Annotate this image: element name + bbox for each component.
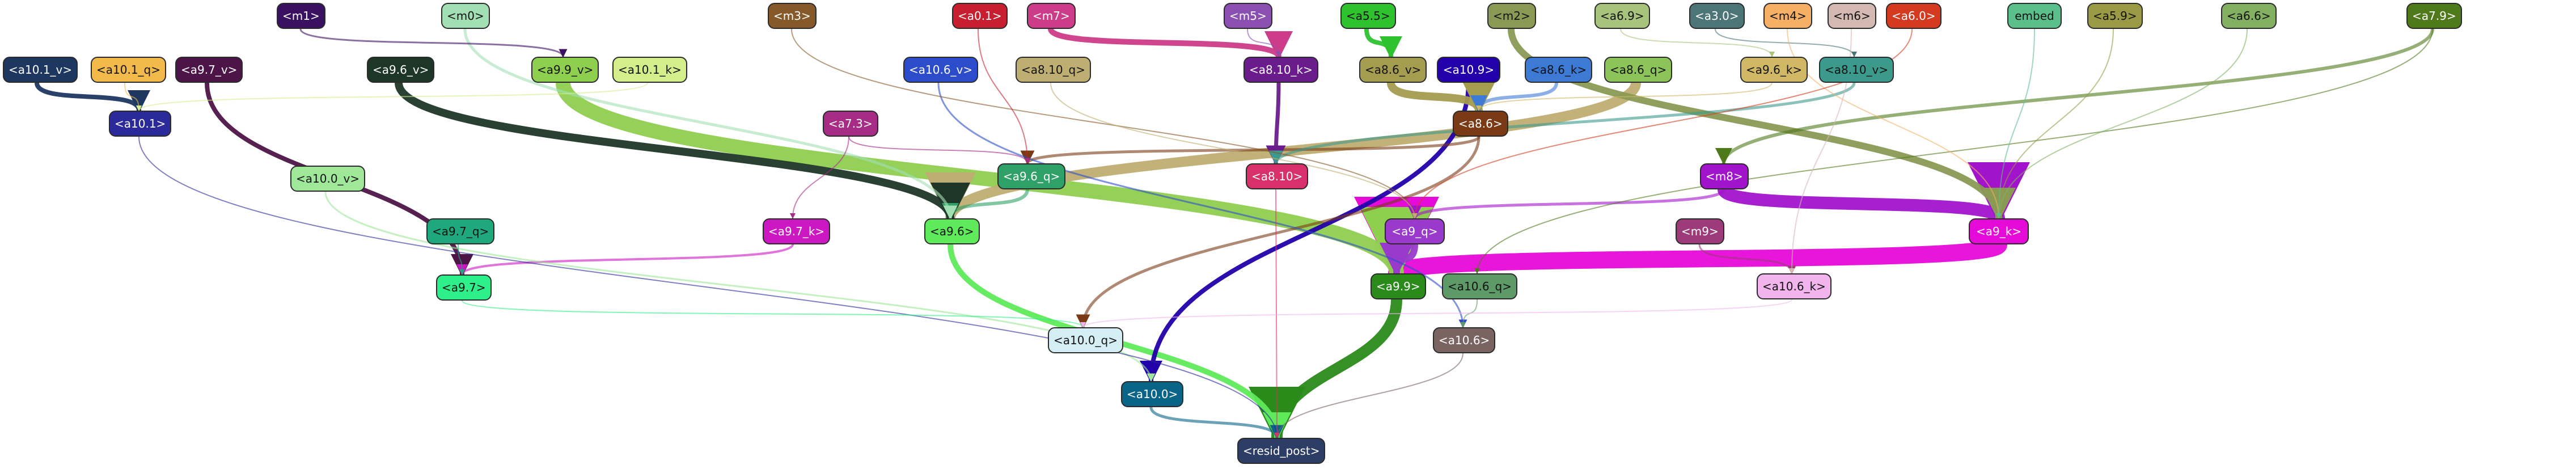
edge-m8-to-a9_q bbox=[1407, 188, 1725, 220]
edge-a10_1_q-to-a10_1 bbox=[124, 82, 142, 111]
edge-m9-to-a10_6_k bbox=[1698, 243, 1796, 274]
node-a10-9[interactable]: <a10.9> bbox=[1437, 57, 1500, 83]
node-m3[interactable]: <m3> bbox=[768, 3, 817, 29]
edge-a8_6_k-to-a8_6 bbox=[1470, 81, 1558, 112]
edge-a10_1_v-to-a10_1 bbox=[35, 81, 150, 113]
node-a9-6[interactable]: <a9.6> bbox=[924, 218, 980, 244]
edge-a7_9-to-m8 bbox=[1715, 27, 2434, 165]
edge-a6_6-to-a9_k bbox=[1996, 28, 2248, 219]
edge-a9_7-to-a10_0_q bbox=[462, 300, 1086, 328]
edge-m4-to-a9_k bbox=[1787, 28, 2002, 219]
node-a10-6-k[interactable]: <a10.6_k> bbox=[1757, 273, 1831, 299]
edge-a10_6_v-to-a10_6 bbox=[937, 82, 1467, 328]
edge-a7_3-to-a9_6_q bbox=[848, 136, 1030, 164]
edge-a8_10_v-to-a8_10 bbox=[1268, 81, 1856, 165]
node-a9-k[interactable]: <a9_k> bbox=[1969, 218, 2029, 244]
node-a10-1-q[interactable]: <a10.1_q> bbox=[91, 57, 166, 83]
node-a10-0-v[interactable]: <a10.0_v> bbox=[290, 166, 366, 192]
node-resid-post[interactable]: <resid_post> bbox=[1237, 438, 1326, 464]
node-a10-6-v[interactable]: <a10.6_v> bbox=[903, 57, 979, 83]
node-m9[interactable]: <m9> bbox=[1676, 218, 1724, 244]
node-a10-6-q[interactable]: <a10.6_q> bbox=[1442, 273, 1517, 299]
edge-a9_6_k-to-a8_6 bbox=[1476, 82, 1773, 111]
edge-a5_5-to-a8_6_v bbox=[1364, 27, 1402, 59]
node-a6-6[interactable]: <a6.6> bbox=[2221, 3, 2277, 29]
node-a6-9[interactable]: <a6.9> bbox=[1594, 3, 1650, 29]
node-a8-10-q[interactable]: <a8.10_q> bbox=[1016, 57, 1091, 83]
edge-a8_10_q-to-a9_q bbox=[1050, 82, 1418, 219]
node-m6[interactable]: <m6> bbox=[1828, 3, 1876, 29]
node-a9-7-q[interactable]: <a9.7_q> bbox=[426, 218, 495, 244]
edge-a3_0-to-a8_10_v bbox=[1715, 28, 1857, 57]
edge-a10_0-to-resid_post bbox=[1149, 405, 1284, 440]
node-a8-6[interactable]: <a8.6> bbox=[1453, 111, 1508, 137]
node-a9-6-v[interactable]: <a9.6_v> bbox=[367, 57, 435, 83]
node-a3-0[interactable]: <a3.0> bbox=[1689, 3, 1745, 29]
node-m7[interactable]: <m7> bbox=[1027, 3, 1076, 29]
node-a8-6-q[interactable]: <a8.6_q> bbox=[1604, 57, 1673, 83]
node-embed[interactable]: embed bbox=[2007, 3, 2062, 29]
edge-a8_6-to-a10_0_q bbox=[1076, 135, 1481, 329]
node-a9-9-v[interactable]: <a9.9_v> bbox=[531, 57, 599, 83]
edge-a7_9-to-a10_6_q bbox=[1474, 28, 2433, 274]
edge-m5-to-a8_10_k bbox=[1247, 28, 1281, 57]
node-a8-10-k[interactable]: <a8.10_k> bbox=[1243, 57, 1318, 83]
node-a10-0-q[interactable]: <a10.0_q> bbox=[1048, 327, 1123, 353]
edge-a5_9-to-a9_k bbox=[1996, 28, 2114, 219]
node-a9-9[interactable]: <a9.9> bbox=[1371, 273, 1426, 299]
node-a9-q[interactable]: <a9_q> bbox=[1385, 218, 1445, 244]
edge-a8_10-to-resid_post bbox=[1274, 189, 1280, 438]
node-a10-0[interactable]: <a10.0> bbox=[1121, 381, 1184, 407]
node-a9-7[interactable]: <a9.7> bbox=[436, 274, 492, 301]
node-a9-7-v[interactable]: <a9.7_v> bbox=[175, 57, 243, 83]
edge-a9_7_k-to-a9_7 bbox=[456, 243, 794, 276]
edge-a10_6-to-resid_post bbox=[1274, 353, 1463, 438]
node-a10-1[interactable]: <a10.1> bbox=[109, 111, 172, 137]
edge-m7-to-a8_10_k bbox=[1048, 26, 1293, 60]
edge-a9_k-to-a9_9 bbox=[1356, 196, 2007, 282]
node-m2[interactable]: <m2> bbox=[1487, 3, 1536, 29]
edge-m1-to-a9_9_v bbox=[299, 28, 568, 58]
node-m5[interactable]: <m5> bbox=[1224, 3, 1272, 29]
edge-a10_1_k-to-a10_1 bbox=[136, 82, 648, 111]
node-a7-3[interactable]: <a7.3> bbox=[823, 111, 878, 137]
node-a10-6[interactable]: <a10.6> bbox=[1433, 327, 1496, 353]
node-a0-1[interactable]: <a0.1> bbox=[952, 3, 1008, 29]
node-a5-9[interactable]: <a5.9> bbox=[2087, 3, 2143, 29]
node-m8[interactable]: <m8> bbox=[1700, 163, 1749, 189]
edge-m0-to-a9_6 bbox=[463, 27, 958, 220]
node-a8-6-k[interactable]: <a8.6_k> bbox=[1525, 57, 1593, 83]
edge-a6_9-to-a9_6_k bbox=[1620, 28, 1775, 57]
node-a8-6-v[interactable]: <a8.6_v> bbox=[1359, 57, 1427, 83]
edge-a9_7_q-to-a9_7 bbox=[458, 244, 465, 275]
edge-m8-to-a9_k bbox=[1718, 162, 2029, 225]
edge-a0_1-to-a9_6_q bbox=[978, 28, 1030, 164]
node-a10-1-v[interactable]: <a10.1_v> bbox=[3, 57, 78, 83]
node-a9-6-q[interactable]: <a9.6_q> bbox=[997, 163, 1066, 189]
node-a9-6-k[interactable]: <a9.6_k> bbox=[1740, 57, 1808, 83]
edge-a8_6-to-a9_6_q bbox=[1020, 135, 1481, 165]
edge-a9_6_v-to-a9_6 bbox=[395, 79, 970, 222]
edge-a9_9_v-to-a9_9 bbox=[556, 75, 1433, 281]
node-a6-0[interactable]: <a6.0> bbox=[1886, 3, 1941, 29]
node-a7-9[interactable]: <a7.9> bbox=[2406, 3, 2462, 29]
node-a10-1-k[interactable]: <a10.1_k> bbox=[612, 57, 687, 83]
edge-a9_q-to-a9_9 bbox=[1380, 241, 1418, 277]
node-a8-10-v[interactable]: <a8.10_v> bbox=[1819, 57, 1894, 83]
node-a9-7-k[interactable]: <a9.7_k> bbox=[763, 218, 831, 244]
node-a8-10[interactable]: <a8.10> bbox=[1246, 163, 1309, 189]
node-m1[interactable]: <m1> bbox=[277, 3, 325, 29]
edge-a10_1-to-resid_post bbox=[138, 136, 1280, 438]
edge-a7_3-to-a9_7_k bbox=[790, 136, 849, 219]
edge-m3-to-a9_q bbox=[791, 28, 1418, 219]
node-a5-5[interactable]: <a5.5> bbox=[1340, 3, 1396, 29]
node-m0[interactable]: <m0> bbox=[441, 3, 490, 29]
edge-a10_6_k-to-a10_0_q bbox=[1080, 299, 1792, 328]
edge-embed-to-a9_k bbox=[1996, 28, 2035, 219]
node-m4[interactable]: <m4> bbox=[1763, 3, 1812, 29]
